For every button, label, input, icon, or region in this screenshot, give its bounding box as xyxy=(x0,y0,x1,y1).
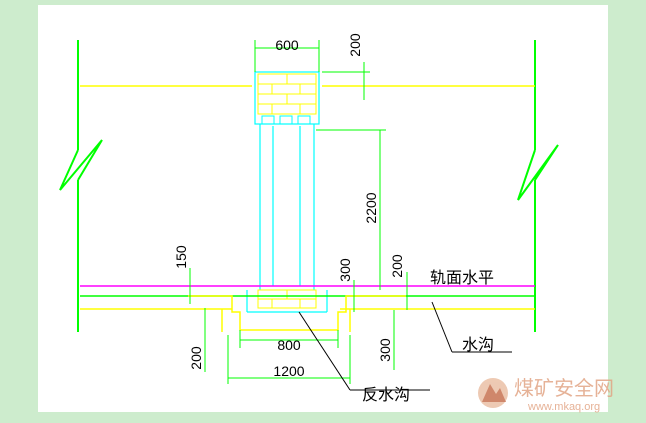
dim-top-height: 200 xyxy=(347,33,363,57)
beam-blocks xyxy=(261,115,311,125)
dim-300-bottom: 300 xyxy=(377,338,393,362)
dim-200-right: 200 xyxy=(389,254,405,278)
dim-800: 800 xyxy=(277,337,301,353)
left-wall-lines xyxy=(59,40,103,332)
dim-left-150: 150 xyxy=(173,245,189,269)
watermark-logo xyxy=(478,378,508,408)
dim-200-bottom: 200 xyxy=(188,346,204,370)
drawing-sheet xyxy=(38,5,608,412)
dim-top-width: 600 xyxy=(275,37,299,53)
dimension-lines xyxy=(189,40,408,384)
wall-column xyxy=(246,71,328,313)
label-rail-level: 轨面水平 xyxy=(430,269,494,287)
dim-1200: 1200 xyxy=(273,363,304,379)
ground-lines xyxy=(80,285,535,310)
watermark-text: 煤矿安全网 xyxy=(514,377,614,400)
watermark-url: www.mkaq.org xyxy=(527,401,600,413)
dim-clear-height: 2200 xyxy=(363,192,379,223)
right-wall-lines xyxy=(517,40,559,332)
ditch-profile xyxy=(188,295,406,332)
brick-bottom xyxy=(257,289,317,309)
label-reverse-ditch: 反水沟 xyxy=(362,386,410,404)
leader-lines xyxy=(298,301,512,391)
brick-top xyxy=(257,73,317,115)
dim-300-left: 300 xyxy=(337,258,353,282)
label-ditch: 水沟 xyxy=(462,336,494,354)
